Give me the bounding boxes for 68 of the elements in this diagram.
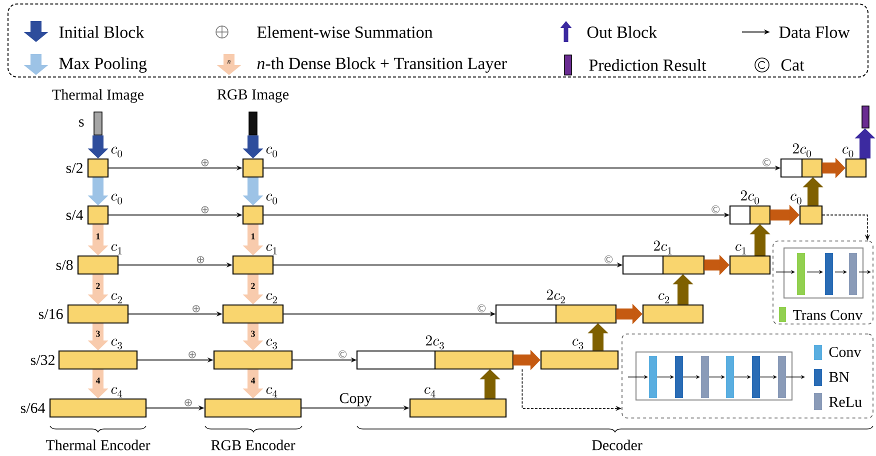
legend-label: BN <box>829 372 850 382</box>
channel-label: $c_{0}$ <box>266 146 278 158</box>
section-label: Thermal Encoder <box>46 440 150 450</box>
edge-label: © <box>478 304 486 312</box>
channel-label: $c_{3}$ <box>111 338 122 350</box>
edge-label: Copy <box>340 393 372 406</box>
edge-label: © <box>604 255 613 264</box>
edge-label: © <box>338 350 347 358</box>
channel-label: $c_{1}$ <box>111 244 122 254</box>
legend-label: Trans Conv <box>792 310 863 320</box>
edge-label: 4 <box>250 378 256 384</box>
edge-label: 2 <box>251 282 255 289</box>
edge-label: 3 <box>251 330 255 337</box>
edge-label: 1 <box>96 233 100 240</box>
channel-label: $c_{4}$ <box>111 386 122 398</box>
scale-label: s/32 <box>30 354 54 366</box>
channel-label: $2c_{0}$ <box>792 143 811 158</box>
channel-label: $c_{2}$ <box>658 292 670 304</box>
edge-label: ⊕ <box>201 206 209 214</box>
legend-label: Prediction Result <box>589 59 706 71</box>
scale-label: s/16 <box>38 308 63 320</box>
channel-label: $c_{3}$ <box>266 338 277 350</box>
legend-label: Max Pooling <box>59 57 147 73</box>
edge-label: ⊕ <box>192 305 200 312</box>
channel-label: $c_{0}$ <box>842 146 854 158</box>
channel-label: $c_{1}$ <box>736 244 746 254</box>
image-label: RGB Image <box>217 89 289 103</box>
channel-label: $c_{1}$ <box>266 244 277 254</box>
scale-label: s <box>79 119 84 127</box>
legend-label: Initial Block <box>59 26 144 38</box>
legend-label: ReLu <box>829 397 862 407</box>
scale-label: s/4 <box>66 210 84 220</box>
section-label: RGB Encoder <box>211 440 296 450</box>
edge-label: ⊕ <box>188 351 196 358</box>
edge-label: ⊕ <box>196 256 204 264</box>
channel-label: $2c_{3}$ <box>426 335 444 350</box>
scale-label: s/2 <box>66 162 82 174</box>
prediction-bar <box>862 106 870 128</box>
legend-label: Out Block <box>587 26 658 38</box>
legend-label: Data Flow <box>779 26 850 38</box>
edge-label: 1 <box>251 233 255 240</box>
channel-label: $c_{0}$ <box>111 194 122 204</box>
channel-label: $c_{2}$ <box>266 292 277 304</box>
edge-label: ⊕ <box>184 399 192 406</box>
scale-label: s/64 <box>20 402 46 414</box>
channel-label: $c_{2}$ <box>111 292 122 304</box>
channel-label: $2c_{0}$ <box>740 190 759 204</box>
channel-label: $2c_{2}$ <box>546 290 565 304</box>
legend-label: Cat <box>781 59 804 71</box>
scale-label: s/8 <box>56 260 73 270</box>
channel-label: $c_{0}$ <box>111 146 122 158</box>
edge-label: ⊕ <box>201 159 209 166</box>
channel-label: $c_{3}$ <box>572 338 584 350</box>
legend-label: Element-wise Summation <box>257 26 433 38</box>
edge-label: 3 <box>96 330 100 337</box>
channel-label: $2c_{1}$ <box>654 240 672 254</box>
edge-label: 2 <box>96 282 100 289</box>
edge-label: 4 <box>96 378 100 384</box>
channel-label: $c_{4}$ <box>424 386 436 398</box>
legend-label: n-th Dense Block + Transition Layer <box>257 57 507 73</box>
edge-label: © <box>712 205 720 214</box>
channel-label: $c_{4}$ <box>266 386 278 398</box>
image-label: Thermal Image <box>52 89 144 103</box>
section-label: Decoder <box>592 440 642 450</box>
channel-label: $c_{0}$ <box>790 194 802 204</box>
edge-label: © <box>762 158 771 166</box>
legend-label: Conv <box>829 346 862 358</box>
channel-label: $c_{0}$ <box>266 194 278 204</box>
